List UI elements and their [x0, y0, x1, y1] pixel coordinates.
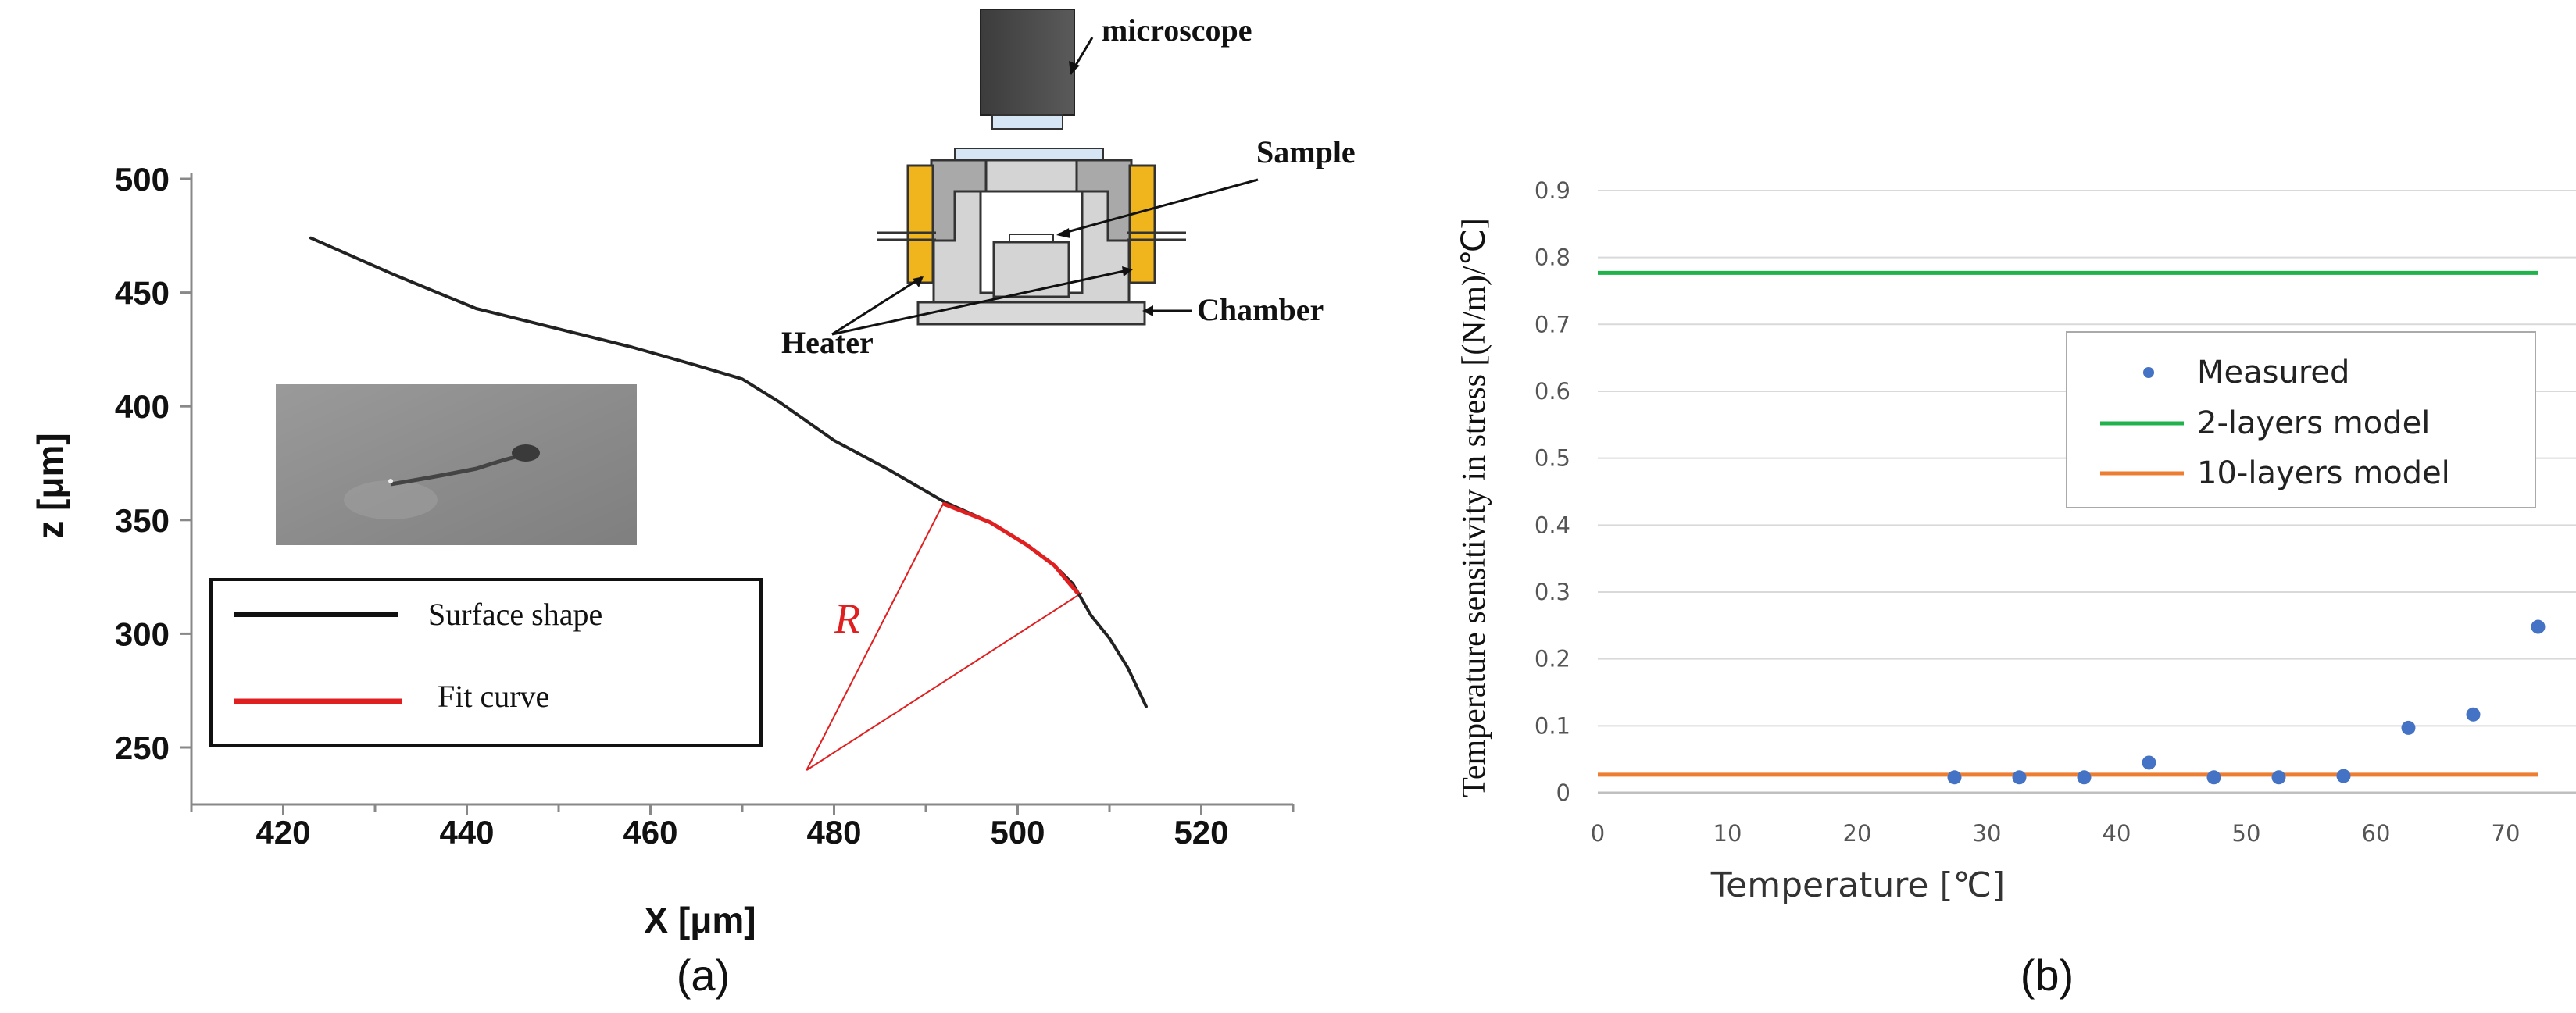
- heater-left-icon: [906, 164, 934, 284]
- sample-label: Sample: [1256, 134, 1356, 169]
- radius-annotation: [806, 501, 1083, 771]
- heater-right-icon: [1128, 164, 1156, 284]
- panel-b-ytick-label: 0.3: [1535, 579, 1570, 605]
- panel-b-ytick-label: 0.5: [1535, 445, 1570, 472]
- radius-label: R: [834, 595, 860, 642]
- panel-a-xtick-label: 500: [990, 814, 1045, 851]
- legend-2layer-label: 2-layers model: [2197, 405, 2430, 441]
- panel-a-label: (a): [677, 951, 730, 1000]
- chamber-label: Chamber: [1197, 292, 1324, 327]
- panel-a-xtick-label: 460: [623, 814, 677, 851]
- panel-b-ytick-label: 0.7: [1535, 311, 1570, 337]
- measured-point: [2206, 770, 2221, 785]
- panel-b-xtick-label: 50: [2232, 820, 2261, 847]
- microscope-lens-icon: [991, 114, 1063, 130]
- panel-a-xtick-label: 480: [806, 814, 861, 851]
- microscope-icon: [980, 9, 1075, 116]
- panel-b-ytick-label: 0.9: [1535, 177, 1570, 204]
- measured-point: [2531, 619, 2546, 634]
- panel-a-ytick-label: 500: [115, 161, 170, 198]
- panel-a-ylabel: z [μm]: [30, 433, 70, 538]
- panel-b-series: [1598, 270, 2546, 785]
- legend-surface-label: Surface shape: [428, 597, 602, 632]
- panel-b-xtick-label: 70: [2492, 820, 2521, 847]
- panel-b-ytick-label: 0.2: [1535, 646, 1570, 672]
- panel-a-ytick-label: 250: [115, 729, 170, 766]
- panel-b-ytick-label: 0.6: [1535, 378, 1570, 405]
- measured-point: [2142, 755, 2156, 770]
- panel-b-xlabel: Temperature [℃]: [1710, 865, 2005, 905]
- panel-a-ticks: 250 300 350 400 450 500 420 440 460 480 500 520: [115, 161, 1295, 851]
- panel-b-legend: Measured 2-layers model 10-layers model: [2066, 331, 2536, 508]
- panel-b-ylabel: Temperature sensitivity in stress [(N/m)…: [1456, 218, 1492, 797]
- panel-b-xtick-label: 40: [2103, 820, 2131, 847]
- panel-a-ytick-label: 450: [115, 275, 170, 312]
- sample-photo-inset: [276, 384, 637, 545]
- microscope-label: microscope: [1102, 12, 1252, 48]
- panel-b-label: (b): [2020, 951, 2074, 1000]
- measured-point: [2336, 769, 2351, 783]
- measured-point: [1947, 770, 1962, 785]
- panel-b-ytick-label: 0.4: [1535, 512, 1570, 538]
- panel-a-series: [309, 236, 1148, 708]
- sample-stage-icon: [992, 241, 1070, 298]
- panel-b: 0 0.1 0.2 0.3 0.4 0.5 0.6 0.7 0.8 0.9 0 10 20 30 40 50 6…: [1456, 177, 2576, 1000]
- radius-line: [806, 501, 945, 771]
- measured-point: [2401, 720, 2416, 735]
- panel-a-legend: Surface shape Fit curve: [209, 578, 763, 747]
- panel-b-ytick-label: 0.1: [1535, 712, 1570, 739]
- heater-label: Heater: [781, 325, 874, 360]
- panel-a-xtick-label: 420: [255, 814, 310, 851]
- panel-b-xtick-label: 60: [2362, 820, 2391, 847]
- legend-10layer-label: 10-layers model: [2197, 455, 2450, 491]
- panel-a-xlabel: X [μm]: [644, 900, 756, 940]
- measured-point: [2077, 770, 2092, 785]
- measured-point: [2466, 707, 2481, 722]
- legend-fit-label: Fit curve: [438, 679, 549, 714]
- legend-measured-marker: [2143, 367, 2154, 378]
- measured-point: [2012, 770, 2027, 785]
- panel-b-ticks: 0 0.1 0.2 0.3 0.4 0.5 0.6 0.7 0.8 0.9 0 10 20 30 40 50 6…: [1535, 177, 2521, 847]
- fit-curve-line: [942, 501, 1080, 595]
- panel-b-ytick-label: 0.8: [1535, 244, 1570, 271]
- panel-a-xtick-label: 440: [439, 814, 494, 851]
- panel-b-ytick-label: 0: [1556, 779, 1570, 806]
- sample-icon: [1009, 234, 1054, 243]
- panel-b-xtick-label: 20: [1843, 820, 1872, 847]
- measured-point: [2271, 770, 2286, 785]
- panel-a: 250 300 350 400 450 500 420 440 460 480 500 520 Sur…: [30, 9, 1356, 1000]
- legend-measured-label: Measured: [2197, 355, 2349, 391]
- panel-a-ytick-label: 300: [115, 615, 170, 652]
- panel-b-xtick-label: 0: [1591, 820, 1605, 847]
- panel-a-ytick-label: 350: [115, 502, 170, 539]
- radius-line: [806, 592, 1083, 771]
- surface-shape-line: [309, 236, 1148, 708]
- apparatus-schematic: microscope Sample Heater Chamber: [781, 9, 1356, 360]
- panel-b-xtick-label: 10: [1713, 820, 1742, 847]
- panel-b-xtick-label: 30: [1973, 820, 2002, 847]
- panel-a-ytick-label: 400: [115, 388, 170, 425]
- panel-a-xtick-label: 520: [1174, 814, 1228, 851]
